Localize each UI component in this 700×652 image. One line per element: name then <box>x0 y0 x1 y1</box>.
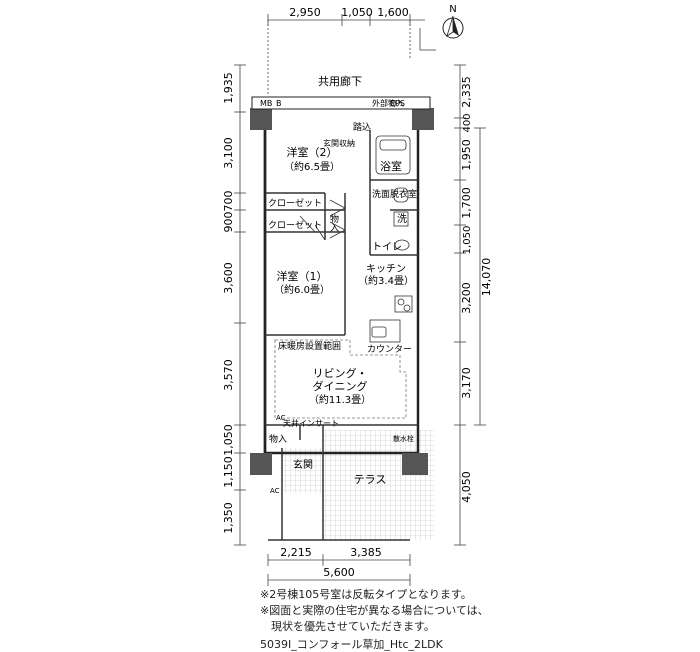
dim-right-8: 4,050 <box>460 471 473 503</box>
eps-label: EPS <box>390 99 405 108</box>
dim-left-6: 3,570 <box>222 359 235 391</box>
note-line-3: 現状を優先させていただきます。 <box>260 620 435 633</box>
ac-label: AC <box>276 414 286 422</box>
dim-bottom-total: 5,600 <box>323 566 355 579</box>
genkan-storage-label: 玄関収納 <box>323 138 355 148</box>
left-dimensions <box>234 64 246 546</box>
bedroom1-label: 洋室（1） <box>277 269 328 283</box>
ac2-label: AC <box>270 487 280 495</box>
dim-right-5: 1,050 <box>462 226 473 255</box>
exterior-storage-label: 外部物入 <box>372 98 404 108</box>
dim-left-3: 700 <box>222 191 235 212</box>
dim-left-9: 1,350 <box>222 502 235 534</box>
partitions <box>265 130 418 541</box>
dim-right-2: 400 <box>462 113 473 132</box>
note-line-2: ※図面と実際の住宅が異なる場合については、 <box>260 604 489 617</box>
mb-label: MB <box>260 99 272 108</box>
bedroom2-size: （約6.5畳） <box>284 160 340 173</box>
dim-right-1: 2,335 <box>460 76 473 108</box>
compass-label: N <box>449 4 456 15</box>
corridor-label: 共用廊下 <box>318 74 362 88</box>
terrace-label: テラス <box>354 473 387 486</box>
bottom-dimensions <box>267 554 411 586</box>
top-dimensions <box>267 14 436 95</box>
dim-right-3: 1,950 <box>460 139 473 171</box>
top-band <box>251 96 431 110</box>
closet2-label: クローゼット <box>268 219 322 231</box>
kitchen-label: キッチン <box>366 263 406 275</box>
closet1-label: クローゼット <box>268 197 322 209</box>
dim-top-3: 1,600 <box>377 6 409 19</box>
b-label: B <box>276 99 282 108</box>
dim-left-5: 3,600 <box>222 262 235 294</box>
dim-bottom-1: 2,215 <box>280 546 312 559</box>
entry-step-label: 踏込 <box>353 121 371 133</box>
kitchen-size: （約3.4畳） <box>358 274 414 287</box>
washer-label: 洗 <box>397 213 407 225</box>
dim-bottom-2: 3,385 <box>350 546 382 559</box>
storage2-label: 物入 <box>269 433 287 445</box>
plan-caption: 5039I_コンフォール草加_Htc_2LDK <box>260 638 443 651</box>
ceiling-insert-label: 天井インサート <box>283 418 339 428</box>
entrance-floor <box>282 448 323 493</box>
dim-right-4: 1,700 <box>460 187 473 219</box>
faucet-label: 散水栓 <box>393 434 414 443</box>
dim-top-1: 2,950 <box>289 6 321 19</box>
note-line-1: ※2号棟105号室は反転タイプとなります。 <box>260 588 472 601</box>
bedroom2-label: 洋室（2） <box>287 145 338 159</box>
dining-label: ダイニング <box>313 379 368 393</box>
bedroom1-size: （約6.0畳） <box>274 283 330 296</box>
dim-right-7: 3,170 <box>460 367 473 399</box>
dim-left-2: 3,100 <box>222 137 235 169</box>
dim-top-2: 1,050 <box>341 6 373 19</box>
dim-left-4: 900 <box>222 212 235 233</box>
living-size: （約11.3畳） <box>309 393 371 406</box>
washroom-label: 洗面脱衣室 <box>372 188 417 200</box>
right-dimensions <box>454 64 486 546</box>
closet-doors <box>299 199 346 241</box>
floor-heating-label: 床暖房設置範囲 <box>278 340 341 352</box>
counter-label: カウンター <box>367 344 412 355</box>
dim-left-1: 1,935 <box>222 72 235 104</box>
floor-heating-outline <box>274 339 407 419</box>
dim-left-7: 1,050 <box>222 424 235 456</box>
terrace-floor <box>323 430 435 540</box>
storage-label: 物入 <box>328 213 339 232</box>
dim-left-8: 1,150 <box>222 456 235 488</box>
bath-label: 浴室 <box>380 159 402 173</box>
dim-right-6: 3,200 <box>460 282 473 314</box>
toilet-label: トイレ <box>372 242 402 253</box>
dim-right-total: 14,070 <box>480 258 493 297</box>
fixtures <box>369 135 413 343</box>
entrance-label: 玄関 <box>293 458 313 471</box>
living-label: リビング・ <box>313 366 368 380</box>
north-arrow-icon <box>442 15 464 39</box>
columns <box>250 108 434 475</box>
